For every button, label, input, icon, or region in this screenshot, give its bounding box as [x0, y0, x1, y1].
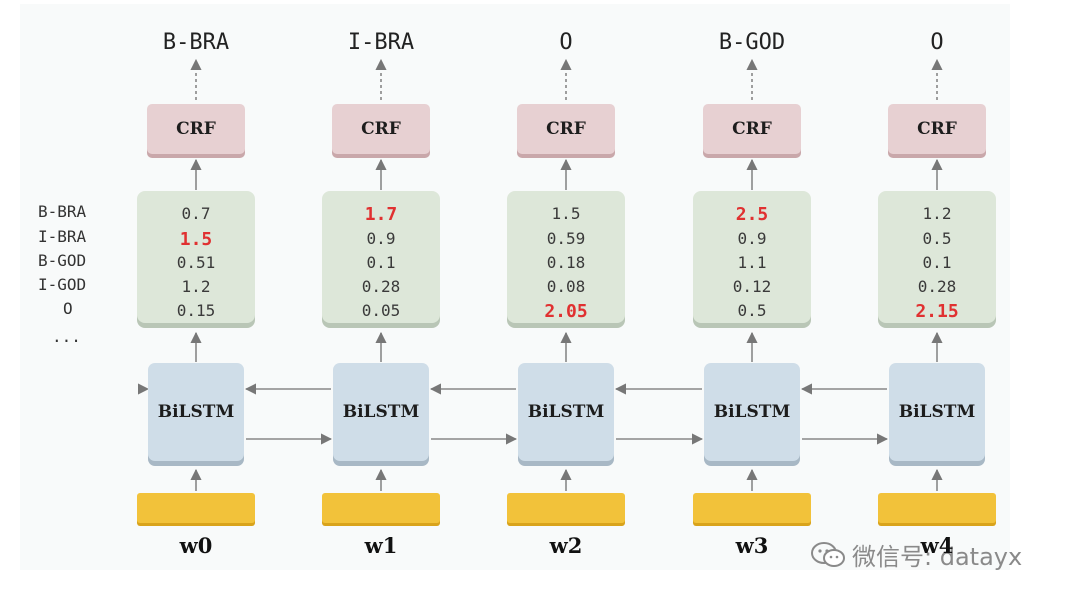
score-value: 0.9 — [366, 229, 396, 248]
score-value-max: 1.7 — [364, 204, 398, 225]
score-value: 0.51 — [176, 253, 216, 272]
wechat-icon — [811, 541, 845, 567]
score-value: 0.05 — [361, 301, 401, 320]
embedding-bar — [507, 493, 625, 523]
bilstm-box: BiLSTM — [704, 363, 800, 461]
word-label: w1 — [364, 533, 398, 558]
score-value: 0.28 — [917, 277, 957, 296]
score-value: 0.15 — [176, 301, 216, 320]
row-label: ... — [52, 327, 81, 346]
score-value: 1.5 — [551, 204, 581, 223]
embedding-bar — [878, 493, 996, 523]
word-label: w2 — [549, 533, 583, 558]
score-box: 1.5 0.59 0.18 0.08 2.05 — [507, 191, 625, 323]
output-tag: O — [559, 30, 573, 55]
output-tag: B-GOD — [718, 30, 786, 55]
row-label: B-BRA — [38, 202, 87, 221]
embedding-bar — [137, 493, 255, 523]
score-value-max: 2.05 — [544, 301, 588, 322]
score-value-max: 1.5 — [179, 229, 213, 250]
word-label: w4 — [920, 533, 954, 558]
crf-box: CRF — [147, 104, 245, 154]
output-tag: B-BRA — [162, 30, 230, 55]
row-label: I-GOD — [38, 275, 87, 294]
embedding-bar — [693, 493, 811, 523]
score-value: 0.28 — [361, 277, 401, 296]
output-tag: O — [930, 30, 944, 55]
bilstm-box: BiLSTM — [148, 363, 244, 461]
score-value: 0.7 — [181, 204, 211, 223]
score-value: 0.1 — [366, 253, 396, 272]
score-value-max: 2.5 — [735, 204, 769, 225]
score-box: 2.5 0.9 1.1 0.12 0.5 — [693, 191, 811, 323]
score-value: 0.08 — [546, 277, 586, 296]
score-value: 0.5 — [737, 301, 767, 320]
bilstm-box: BiLSTM — [889, 363, 985, 461]
watermark: 微信号: datayx — [810, 537, 1022, 572]
word-label: w3 — [735, 533, 769, 558]
score-box: 1.2 0.5 0.1 0.28 2.15 — [878, 191, 996, 323]
row-label: I-BRA — [38, 227, 87, 246]
score-value: 0.18 — [546, 253, 586, 272]
bilstm-box: BiLSTM — [518, 363, 614, 461]
crf-box: CRF — [888, 104, 986, 154]
row-label: B-GOD — [38, 251, 87, 270]
embedding-bar — [322, 493, 440, 523]
score-value: 0.59 — [546, 229, 586, 248]
output-tag: I-BRA — [347, 30, 415, 55]
crf-box: CRF — [517, 104, 615, 154]
row-label: O — [63, 299, 73, 318]
score-value: 1.2 — [181, 277, 211, 296]
score-value: 0.1 — [922, 253, 952, 272]
score-value: 0.12 — [732, 277, 772, 296]
score-value-max: 2.15 — [915, 301, 959, 322]
watermark-text: 微信号: datayx — [852, 543, 1023, 571]
score-value: 1.1 — [737, 253, 767, 272]
word-label: w0 — [179, 533, 213, 558]
score-box: 0.7 1.5 0.51 1.2 0.15 — [137, 191, 255, 323]
score-value: 0.9 — [737, 229, 767, 248]
crf-box: CRF — [703, 104, 801, 154]
score-box: 1.7 0.9 0.1 0.28 0.05 — [322, 191, 440, 323]
crf-box: CRF — [332, 104, 430, 154]
bilstm-box: BiLSTM — [333, 363, 429, 461]
score-value: 0.5 — [922, 229, 952, 248]
score-value: 1.2 — [922, 204, 952, 223]
